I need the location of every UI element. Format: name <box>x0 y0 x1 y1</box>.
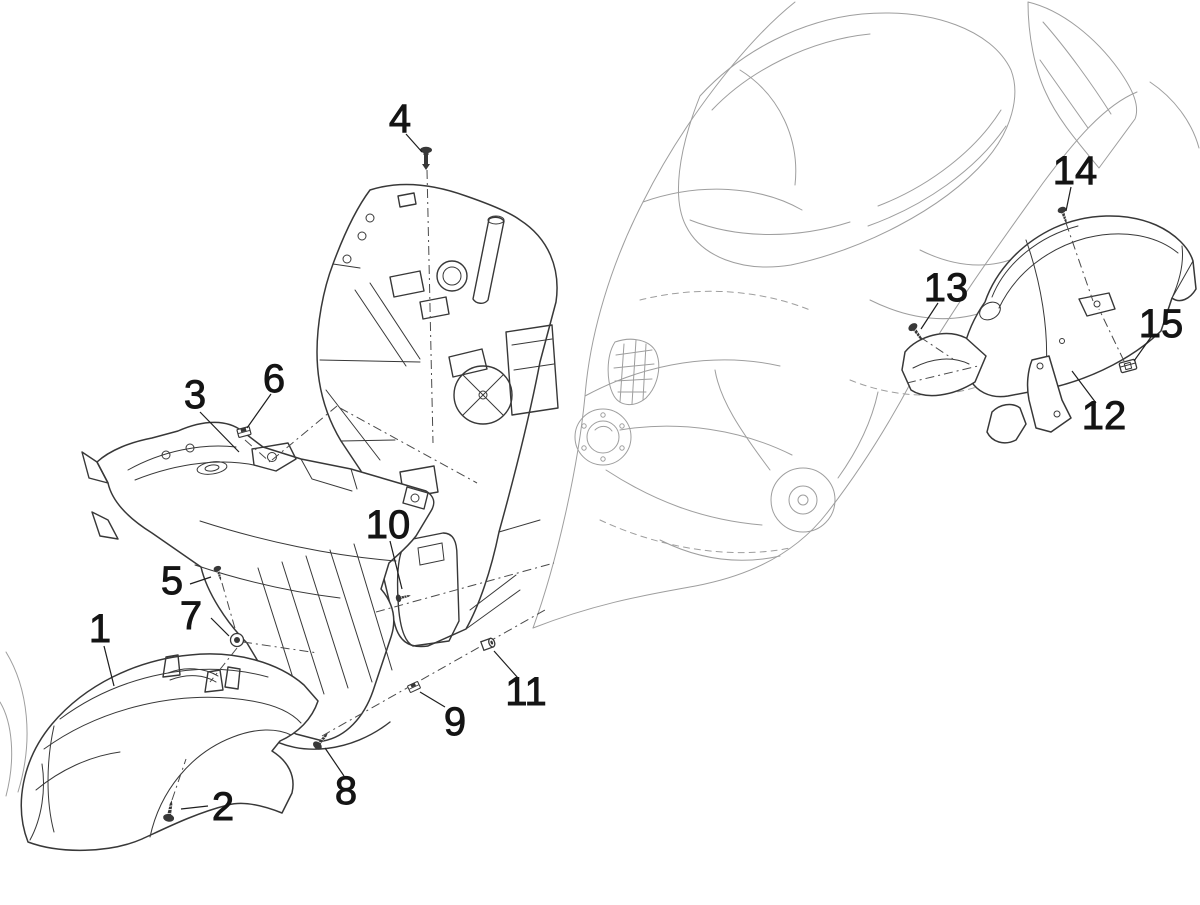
axis-line <box>171 758 187 801</box>
callout-label-11: 11 <box>505 670 547 714</box>
rear-mudguard-part <box>901 215 1197 444</box>
callout-label-12: 12 <box>1082 394 1127 438</box>
leader-line-15 <box>1133 336 1152 362</box>
axis-line <box>1065 222 1094 302</box>
fuel-cap <box>574 408 632 466</box>
callout-label-8: 8 <box>335 769 357 813</box>
leader-line-4 <box>405 133 423 153</box>
leader-line-7 <box>210 617 230 637</box>
axis-line <box>906 365 979 384</box>
leader-line-2 <box>180 805 209 810</box>
callout-label-9: 9 <box>444 700 466 744</box>
leader-line-6 <box>246 393 272 429</box>
square-nut-icon <box>1118 358 1138 374</box>
side-grille <box>607 338 660 405</box>
axis-line <box>321 609 546 737</box>
clip-nut-icon <box>236 426 252 438</box>
leader-line-12 <box>1071 370 1097 404</box>
leader-line-9 <box>419 691 446 708</box>
axis-lines-layer <box>171 169 1125 801</box>
leader-line-14 <box>1065 186 1072 212</box>
screw-icon <box>1057 206 1067 224</box>
callout-label-3: 3 <box>184 373 206 417</box>
callout-label-6: 6 <box>263 357 285 401</box>
fasteners-layer <box>163 146 1138 822</box>
wheel-housing-part <box>81 421 435 750</box>
axis-line <box>221 582 237 633</box>
leader-line-1 <box>103 645 115 687</box>
leader-line-13 <box>920 302 939 330</box>
rear-hub <box>714 369 879 533</box>
axis-line <box>242 641 319 654</box>
clip-nut-icon <box>407 681 421 693</box>
grommet-nut-icon <box>229 632 245 648</box>
leader-line-5 <box>189 576 212 585</box>
callout-label-7: 7 <box>180 594 202 638</box>
callout-label-15: 15 <box>1139 302 1184 346</box>
callout-label-13: 13 <box>924 266 969 310</box>
callout-label-5: 5 <box>161 559 183 603</box>
axis-line <box>426 169 434 444</box>
axis-line <box>339 407 478 484</box>
callout-label-14: 14 <box>1053 149 1098 193</box>
leader-line-3 <box>199 411 240 453</box>
callout-label-4: 4 <box>389 97 411 141</box>
callout-label-1: 1 <box>89 607 111 651</box>
screw-icon <box>908 323 923 341</box>
axis-line <box>375 562 555 613</box>
front-mudguard-part <box>20 653 319 852</box>
axis-line <box>209 647 238 683</box>
leader-line-10 <box>389 540 403 590</box>
leader-line-11 <box>493 650 519 679</box>
rivet-icon <box>420 146 432 170</box>
screw-icon <box>163 800 175 822</box>
screw-icon <box>213 565 222 581</box>
axis-line <box>919 336 954 360</box>
axis-line <box>244 439 271 463</box>
spacer-nut-icon <box>479 637 496 652</box>
leader-line-8 <box>324 747 345 777</box>
callout-label-10: 10 <box>366 503 411 547</box>
screw-icon <box>395 594 411 603</box>
axis-line <box>271 405 338 461</box>
callout-label-2: 2 <box>212 785 234 829</box>
screw-icon <box>312 733 328 750</box>
